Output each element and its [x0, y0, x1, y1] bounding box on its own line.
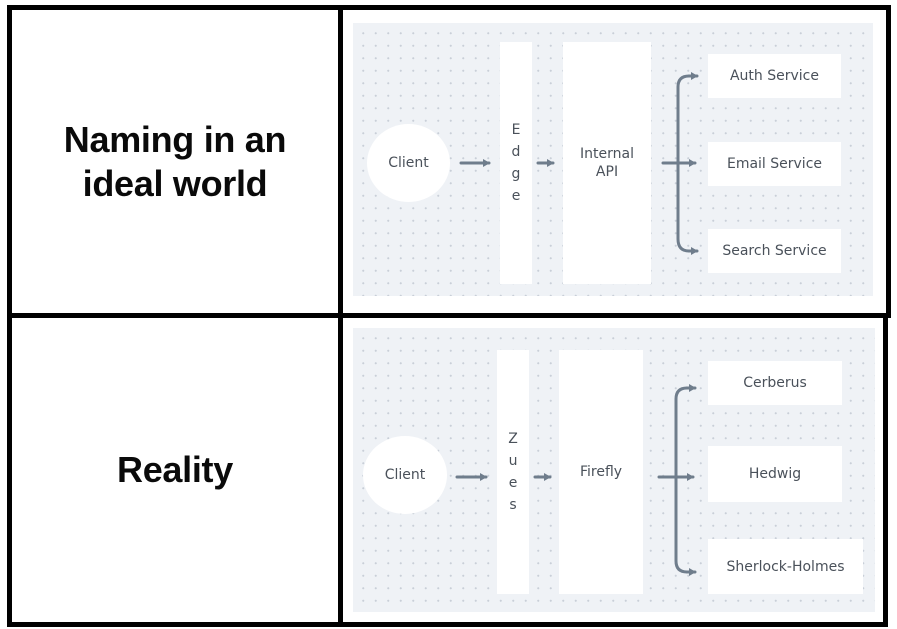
service-label: Auth Service — [729, 68, 819, 84]
flow-arrows — [459, 72, 699, 255]
service-node-sherlock-holmes: Sherlock-Holmes — [708, 539, 863, 594]
api-node: Firefly — [559, 350, 643, 594]
service-node-cerberus: Cerberus — [708, 361, 842, 405]
gateway-letter: Z — [508, 431, 518, 447]
client-node: Client — [367, 124, 450, 202]
service-label: Hedwig — [748, 466, 802, 482]
gateway-letter: e — [511, 188, 521, 204]
row-label-text: Naming in an ideal world — [63, 118, 287, 206]
gateway-letter: E — [511, 122, 521, 138]
row-label-text: Reality — [117, 448, 233, 492]
diagram-panel: Client E d g e Internal API Auth Service… — [353, 23, 873, 296]
client-label: Client — [388, 155, 429, 171]
flow-arrows — [455, 384, 697, 576]
gateway-letter: s — [509, 497, 517, 513]
label-line: Naming in an — [63, 118, 287, 160]
diagram-panel: Client Z u e s Firefly Cerberus Hedwig S… — [353, 328, 875, 612]
diagram-cell-ideal: Client E d g e Internal API Auth Service… — [338, 5, 891, 318]
branch-bracket-icon — [676, 74, 697, 253]
service-node-search: Search Service — [708, 229, 841, 273]
row-label-ideal: Naming in an ideal world — [7, 5, 343, 318]
gateway-letter: g — [511, 166, 521, 182]
gateway-letter: e — [508, 475, 518, 491]
api-label: API — [595, 164, 619, 180]
row-label-reality: Reality — [7, 313, 343, 627]
service-label: Cerberus — [743, 375, 807, 391]
api-label: Firefly — [579, 464, 623, 480]
label-line: Reality — [117, 449, 233, 490]
api-node: Internal API — [563, 42, 651, 284]
client-label: Client — [384, 467, 426, 483]
service-node-email: Email Service — [708, 142, 841, 186]
gateway-node: Z u e s — [497, 350, 529, 594]
service-label: Sherlock-Holmes — [726, 558, 845, 575]
service-label: Search Service — [722, 243, 827, 259]
service-node-auth: Auth Service — [708, 54, 841, 98]
api-label: Internal — [580, 146, 634, 162]
diagram-cell-reality: Client Z u e s Firefly Cerberus Hedwig S… — [338, 313, 888, 627]
gateway-letter: d — [511, 144, 521, 160]
label-line: ideal world — [82, 162, 268, 204]
service-node-hedwig: Hedwig — [708, 446, 842, 502]
service-label: Email Service — [726, 156, 823, 172]
gateway-letter: u — [508, 453, 518, 469]
branch-bracket-icon — [674, 386, 695, 574]
gateway-node: E d g e — [500, 42, 532, 284]
client-node: Client — [363, 436, 447, 514]
